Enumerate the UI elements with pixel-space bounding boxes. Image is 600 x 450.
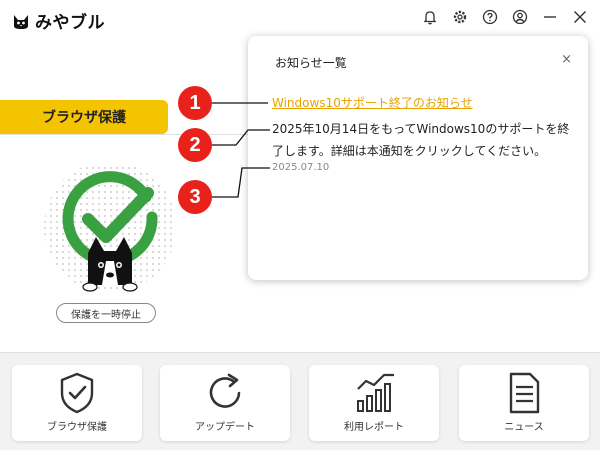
nav-browser-protection[interactable]: ブラウザ保護 <box>12 365 142 441</box>
account-icon[interactable] <box>510 7 530 27</box>
bottom-divider <box>0 352 600 353</box>
minimize-icon[interactable] <box>540 7 560 27</box>
nav-label: ニュース <box>504 422 544 433</box>
protection-status <box>30 161 210 295</box>
nav-label: 利用レポート <box>344 422 404 433</box>
dog-logo-icon <box>14 14 28 29</box>
nav-news[interactable]: ニュース <box>459 365 589 441</box>
callout-2-pointer <box>212 129 270 146</box>
dog-mascot-icon <box>82 237 138 292</box>
status-illustration <box>44 161 176 293</box>
notice-item-link[interactable]: Windows10サポート終了のお知らせ <box>272 96 473 110</box>
app-name: みやブル <box>35 13 105 33</box>
notice-panel: お知らせ一覧 × Windows10サポート終了のお知らせ 2025年10月14… <box>248 36 588 280</box>
nav-label: ブラウザ保護 <box>47 422 107 433</box>
callout-3-pointer <box>212 167 270 198</box>
bar-chart-icon <box>357 373 394 412</box>
shield-check-icon <box>60 372 94 414</box>
notice-title: お知らせ一覧 <box>275 56 347 70</box>
tab-browser-protection[interactable]: ブラウザ保護 <box>0 100 168 134</box>
title-bar: みやブル <box>0 0 600 36</box>
nav-label: アップデート <box>195 422 255 433</box>
callout-marker-2: 2 <box>178 128 212 162</box>
callout-marker-1: 1 <box>178 86 212 120</box>
notice-close-button[interactable]: × <box>561 52 572 67</box>
app-logo: みやブル <box>12 8 105 33</box>
nav-update[interactable]: アップデート <box>160 365 290 441</box>
tab-divider <box>0 134 250 135</box>
pause-protection-button[interactable]: 保護を一時停止 <box>56 303 156 323</box>
notice-item-body[interactable]: 2025年10月14日をもってWindows10のサポートを終了します。詳細は本… <box>272 122 570 158</box>
callout-marker-3: 3 <box>178 180 212 214</box>
help-icon[interactable] <box>480 7 500 27</box>
gear-icon[interactable] <box>450 7 470 27</box>
refresh-icon <box>209 373 241 408</box>
document-icon <box>509 372 540 414</box>
notice-item-date: 2025.07.10 <box>272 162 330 173</box>
bell-icon[interactable] <box>420 7 440 27</box>
close-icon[interactable] <box>570 7 590 27</box>
checkmark-icon <box>62 171 158 267</box>
nav-usage-report[interactable]: 利用レポート <box>309 365 439 441</box>
